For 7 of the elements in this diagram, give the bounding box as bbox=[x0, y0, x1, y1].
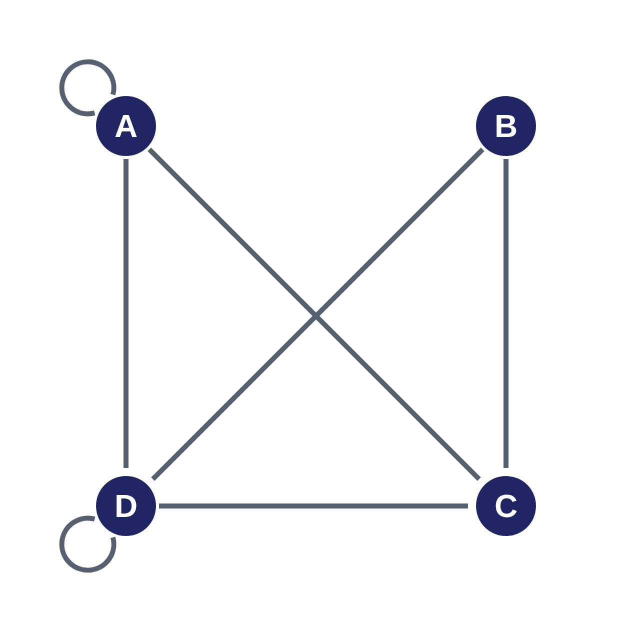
vertical-edge-line bbox=[504, 159, 508, 468]
node-label: A bbox=[114, 110, 138, 142]
horizontal-edge-line bbox=[159, 504, 468, 508]
vertical-edge-line bbox=[124, 159, 128, 468]
node-label: D bbox=[114, 490, 138, 522]
node-label: B bbox=[494, 110, 518, 142]
node-label: C bbox=[494, 490, 518, 522]
